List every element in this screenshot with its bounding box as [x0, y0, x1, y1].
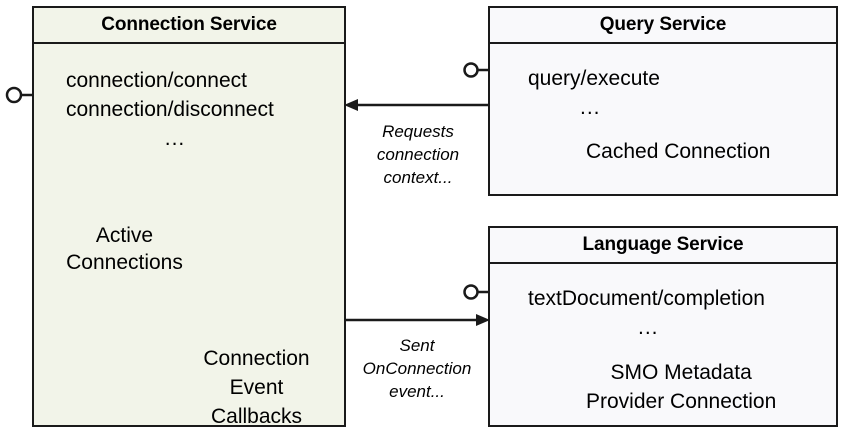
- language-service-ellipsis: ...: [638, 316, 659, 339]
- requests-label-line2: connection: [376, 145, 460, 164]
- smo-label-line2: Provider Connection: [586, 390, 777, 413]
- arrow-label-requests-connection-context: Requests connection context...: [356, 120, 480, 189]
- query-service-operations: query/execute ...: [490, 64, 836, 122]
- arrow-requests-connection-context: [344, 99, 488, 111]
- query-service-header: Query Service: [490, 8, 836, 44]
- language-service-body: textDocument/completion ... SMO Metadata…: [490, 264, 836, 425]
- query-service-ellipsis: ...: [580, 96, 601, 119]
- cached-connection-label: Cached Connection: [586, 140, 771, 163]
- arrow-sent-onconnection-event: [346, 314, 490, 326]
- connection-service-header: Connection Service: [34, 8, 344, 44]
- sent-label-line2: OnConnection: [362, 359, 472, 378]
- cached-connection-row: Cached Connection: [540, 140, 770, 164]
- language-service-box[interactable]: Language Service textDocument/completion…: [488, 226, 838, 427]
- sent-label-line3: event...: [389, 382, 445, 401]
- callbacks-line1: Connection: [203, 347, 310, 370]
- operation-query-execute[interactable]: query/execute: [528, 67, 660, 90]
- operation-textdocument-completion[interactable]: textDocument/completion: [528, 287, 765, 310]
- query-service-body: query/execute ... Cached Connection: [490, 44, 836, 194]
- connection-event-callbacks-label: Connection Event Callbacks: [184, 344, 329, 431]
- connection-service-ellipsis: ...: [164, 127, 186, 150]
- operation-connection-connect[interactable]: connection/connect: [66, 69, 247, 92]
- smo-metadata-provider-label: SMO Metadata Provider Connection: [586, 358, 776, 416]
- query-service-box[interactable]: Query Service query/execute ... Cached C…: [488, 6, 838, 196]
- connection-service-operations: connection/connect connection/disconnect…: [34, 66, 344, 153]
- callbacks-line3: Callbacks: [210, 405, 303, 428]
- operation-connection-disconnect[interactable]: connection/disconnect: [66, 98, 274, 121]
- callbacks-line2: Event: [229, 376, 284, 399]
- connection-service-box[interactable]: Connection Service connection/connect co…: [32, 6, 346, 428]
- requests-label-line1: Requests: [382, 122, 454, 141]
- active-connections-label: Active Connections: [42, 222, 207, 276]
- language-service-header: Language Service: [490, 228, 836, 264]
- smo-label-line1: SMO Metadata: [610, 361, 752, 384]
- language-service-operations: textDocument/completion ...: [490, 284, 836, 342]
- smo-metadata-provider-row: SMO Metadata Provider Connection: [538, 358, 776, 416]
- requests-label-line3: context...: [383, 168, 453, 187]
- active-connections-line1: Active: [95, 224, 154, 247]
- arrow-label-sent-onconnection-event: Sent OnConnection event...: [352, 334, 482, 403]
- sent-label-line1: Sent: [399, 336, 435, 355]
- connection-service-body: connection/connect connection/disconnect…: [34, 44, 344, 428]
- active-connections-line2: Connections: [66, 251, 183, 274]
